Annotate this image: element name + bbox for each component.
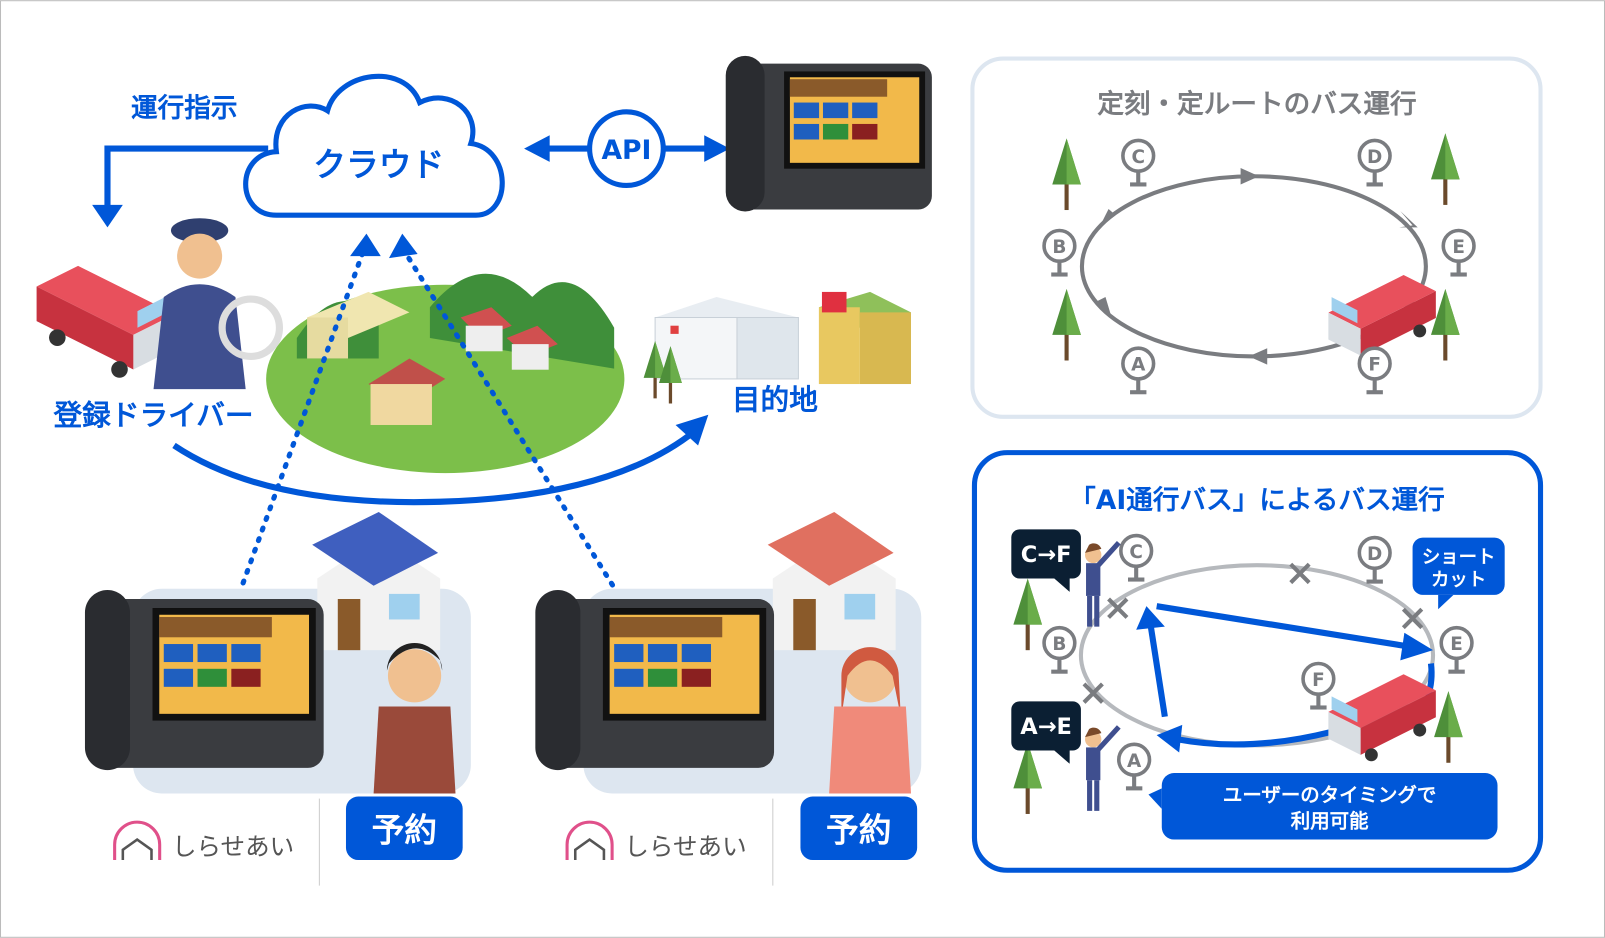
bus-stop-label: F — [1312, 670, 1325, 691]
reservation-link-2 — [401, 248, 627, 607]
bus-stop-label: D — [1367, 147, 1382, 168]
request-text-2: A→E — [1020, 714, 1072, 740]
bus-stop-label: A — [1131, 355, 1146, 376]
ai-route-panel — [971, 450, 1544, 873]
bus-stop-c: C — [1119, 533, 1154, 582]
reservation-link-1 — [232, 248, 366, 607]
fixed-route-title: 定刻・定ルートのバス運行 — [1097, 89, 1416, 120]
bus-stop-d: D — [1357, 138, 1392, 187]
reservation-arrowheads — [350, 233, 418, 259]
api-arrowheads — [524, 135, 730, 162]
desk-phone-top — [725, 55, 932, 212]
reserve-label-1: 予約 — [372, 812, 438, 850]
logo-text-1: しらせあい — [172, 832, 294, 861]
bus-stop-e: E — [1441, 228, 1476, 277]
request-bubble-2: A→E — [1011, 701, 1081, 764]
shortcut-arrow-1 — [1156, 603, 1414, 651]
fixed-route-direction-arrows — [1095, 168, 1418, 365]
request-bubble-1: C→F — [1011, 529, 1081, 592]
bus-stop-d: D — [1357, 535, 1392, 584]
shortcut-text-2: カット — [1431, 570, 1486, 591]
driver-label: 登録ドライバー — [53, 398, 254, 432]
destination-label: 目的地 — [732, 383, 818, 417]
note-text-1: ユーザーのタイミングで — [1223, 784, 1436, 807]
reserve-button-2[interactable] — [800, 796, 918, 861]
availability-note: ユーザーのタイミングで 利用可能 — [1148, 773, 1498, 840]
bus-stop-label: B — [1052, 237, 1066, 258]
api-badge — [587, 109, 666, 189]
route-arrow — [1176, 729, 1332, 748]
bus-stop-label: D — [1367, 544, 1382, 565]
request-text-1: C→F — [1021, 542, 1072, 568]
skipped-segment-marks — [1082, 562, 1424, 704]
user-avatar-2 — [829, 647, 912, 794]
bus-stop-a: A — [1121, 346, 1156, 395]
bus-stop-e: E — [1439, 625, 1474, 674]
shortcut-bubble: ショート カット — [1412, 537, 1505, 610]
shiraseai-logo-1: しらせあい — [113, 820, 294, 861]
bus-stop-label: E — [1452, 237, 1465, 258]
bus-stop-f: F — [1357, 346, 1392, 395]
bus-stop-label: E — [1450, 634, 1463, 655]
bus-stop-b: B — [1042, 625, 1077, 674]
bus-stop-label: C — [1131, 147, 1145, 168]
reserve-label-2: 予約 — [826, 812, 892, 850]
bus-stop-b: B — [1042, 228, 1077, 277]
fixed-route-stops: A B C D E F — [1042, 138, 1476, 395]
shortcut-text-1: ショート — [1422, 547, 1496, 568]
trip-arrowhead — [675, 414, 709, 446]
api-label: API — [601, 135, 651, 166]
ai-route-stops: A B C D E F — [1042, 533, 1474, 791]
instruction-arrow — [104, 145, 269, 211]
user-panel-1 — [84, 511, 471, 794]
driver-icon — [153, 218, 284, 390]
instruction-arrowhead — [92, 204, 123, 228]
bus-stop-a: A — [1117, 742, 1152, 791]
bus-stop-f: F — [1301, 661, 1336, 710]
bus-stop-label: C — [1129, 542, 1143, 563]
user-avatar-1 — [373, 643, 456, 794]
instruction-label: 運行指示 — [131, 93, 237, 124]
bus-stop-label: B — [1052, 634, 1066, 655]
logo-text-2: しらせあい — [624, 832, 746, 861]
user-panel-2 — [535, 511, 922, 794]
trip-arrow — [172, 427, 698, 506]
reserve-button-1[interactable] — [345, 796, 463, 861]
destination-buildings — [643, 291, 912, 404]
village-illustration — [266, 273, 625, 474]
cloud-label: クラウド — [313, 146, 444, 184]
ai-route-title: 「AI通行バス」によるバス運行 — [1069, 485, 1445, 516]
note-text-2: 利用可能 — [1291, 809, 1369, 832]
bus-stop-label: F — [1368, 355, 1381, 376]
shortcut-arrow-2 — [1147, 624, 1168, 718]
bus-stop-c: C — [1121, 138, 1156, 187]
cloud-icon — [243, 73, 505, 218]
bus-stop-label: A — [1127, 751, 1142, 772]
shiraseai-logo-2: しらせあい — [565, 820, 747, 861]
